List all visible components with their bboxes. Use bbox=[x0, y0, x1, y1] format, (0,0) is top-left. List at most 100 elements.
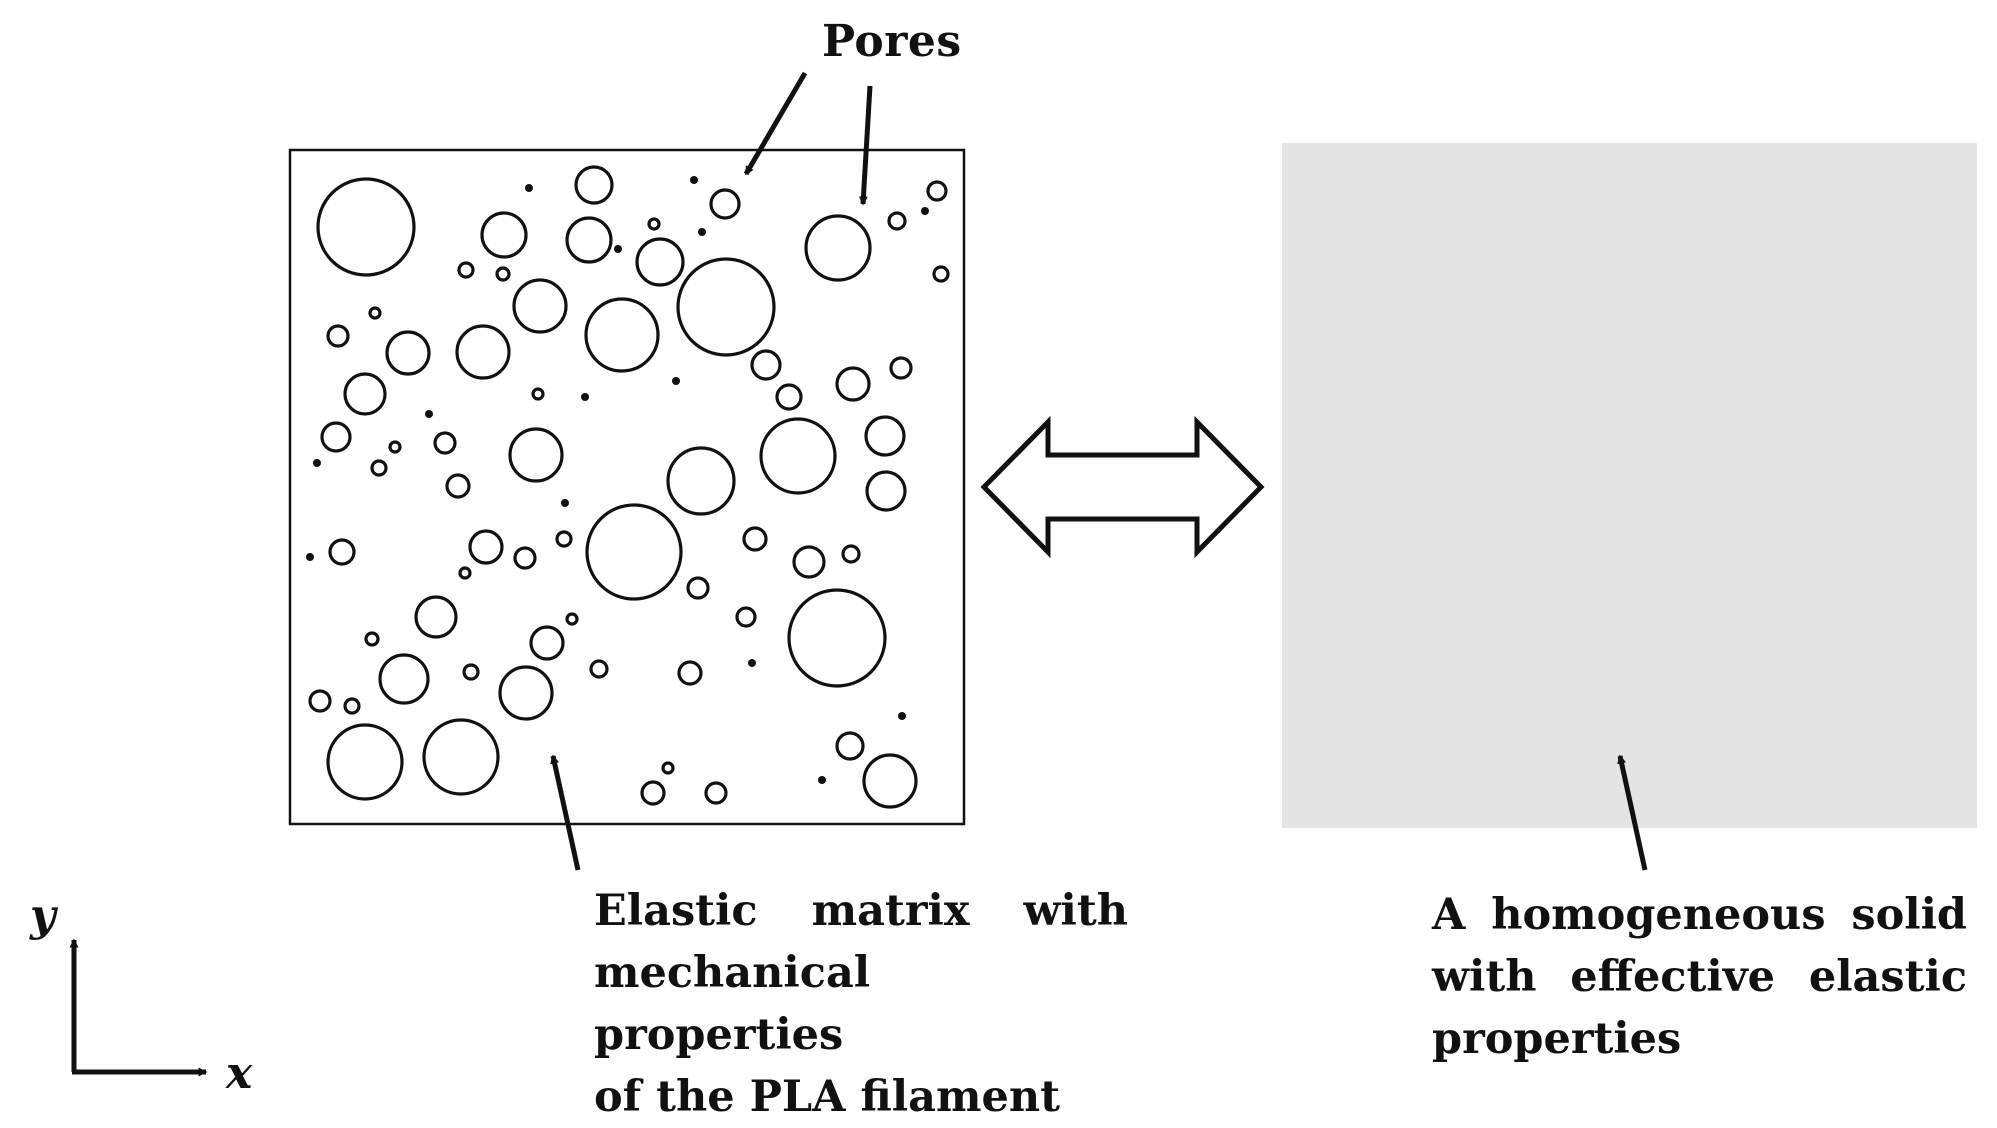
matrix-label: Elastic matrix with mechanical propertie… bbox=[594, 880, 1128, 1128]
pore bbox=[672, 377, 680, 385]
pore bbox=[704, 781, 728, 805]
pore bbox=[889, 356, 913, 380]
pore bbox=[862, 753, 918, 809]
solid-label: A homogeneous solid with effective elast… bbox=[1432, 884, 1967, 1070]
pores-label: Pores bbox=[822, 16, 962, 67]
pore bbox=[385, 330, 431, 376]
pore bbox=[926, 180, 948, 202]
pore bbox=[462, 663, 480, 681]
pore bbox=[647, 217, 661, 231]
solid-label-line: A homogeneous solid bbox=[1432, 890, 1967, 940]
pore bbox=[513, 546, 537, 570]
pore bbox=[614, 245, 622, 253]
pore bbox=[661, 761, 675, 775]
pore bbox=[690, 176, 698, 184]
pore bbox=[735, 606, 757, 628]
pore bbox=[787, 588, 887, 688]
pore bbox=[804, 214, 872, 282]
pore bbox=[775, 383, 803, 411]
pore bbox=[750, 349, 782, 381]
pore bbox=[370, 459, 388, 477]
pore bbox=[835, 731, 865, 761]
pore bbox=[388, 440, 402, 454]
pore bbox=[677, 660, 703, 686]
pore bbox=[640, 780, 666, 806]
pore bbox=[529, 625, 565, 661]
matrix-label-line: Elastic matrix with bbox=[594, 886, 1128, 936]
pore bbox=[748, 659, 756, 667]
pore bbox=[480, 211, 528, 259]
pore bbox=[666, 446, 736, 516]
pore bbox=[326, 723, 404, 801]
pore bbox=[343, 697, 361, 715]
pore bbox=[759, 417, 837, 495]
pore bbox=[698, 228, 706, 236]
pore bbox=[328, 538, 356, 566]
pores-arrow-left bbox=[743, 71, 808, 176]
pore bbox=[316, 177, 416, 277]
pore bbox=[565, 612, 579, 626]
pore bbox=[555, 530, 573, 548]
pore bbox=[326, 324, 350, 348]
pore bbox=[686, 576, 710, 600]
pore bbox=[635, 237, 685, 287]
pore bbox=[378, 653, 430, 705]
pore bbox=[818, 776, 826, 784]
pore bbox=[742, 526, 768, 552]
pore bbox=[313, 459, 321, 467]
matrix-label-line: mechanical properties bbox=[594, 948, 871, 1060]
pore bbox=[457, 261, 475, 279]
equivalence-double-arrow bbox=[980, 415, 1265, 559]
pore bbox=[343, 372, 387, 416]
solid-label-line: properties bbox=[1432, 1014, 1682, 1064]
pore bbox=[498, 665, 554, 721]
pore bbox=[565, 216, 613, 264]
pore bbox=[898, 712, 906, 720]
x-axis-label: x bbox=[226, 1048, 253, 1099]
pore bbox=[455, 324, 511, 380]
pore bbox=[584, 297, 660, 373]
pores-group bbox=[308, 165, 950, 809]
pore bbox=[561, 499, 569, 507]
pore bbox=[932, 265, 950, 283]
pore bbox=[308, 689, 332, 713]
matrix-label-line: of the PLA filament bbox=[594, 1072, 1060, 1122]
solid-label-line: with effective elastic bbox=[1432, 952, 1967, 1002]
solid-arrow bbox=[1617, 754, 1648, 871]
matrix-arrow bbox=[550, 754, 581, 871]
pore bbox=[676, 257, 776, 357]
pore bbox=[864, 415, 906, 457]
y-axis-label: y bbox=[30, 890, 56, 941]
pore bbox=[368, 306, 382, 320]
pore bbox=[495, 266, 511, 282]
homogeneous-solid-box bbox=[1282, 143, 1977, 828]
pore bbox=[512, 278, 568, 334]
pore bbox=[709, 188, 741, 220]
pore bbox=[364, 631, 380, 647]
coordinate-axes bbox=[69, 938, 208, 1077]
pore bbox=[445, 473, 471, 499]
pore-dots-group bbox=[306, 176, 929, 784]
pore bbox=[574, 165, 614, 205]
pore bbox=[887, 211, 907, 231]
pore bbox=[320, 421, 352, 453]
pore bbox=[841, 544, 861, 564]
pore bbox=[425, 410, 433, 418]
pore bbox=[792, 545, 826, 579]
pore bbox=[921, 207, 929, 215]
pore bbox=[531, 387, 545, 401]
pore bbox=[585, 503, 683, 601]
pore bbox=[581, 393, 589, 401]
pore bbox=[306, 553, 314, 561]
pore bbox=[458, 566, 472, 580]
pores-arrow-right bbox=[858, 85, 873, 206]
pore bbox=[835, 366, 871, 402]
pore bbox=[414, 595, 458, 639]
porous-matrix-box bbox=[288, 148, 966, 826]
pore bbox=[525, 184, 533, 192]
pore bbox=[508, 427, 564, 483]
pore bbox=[865, 470, 907, 512]
pore bbox=[468, 529, 504, 565]
pore bbox=[422, 718, 500, 796]
